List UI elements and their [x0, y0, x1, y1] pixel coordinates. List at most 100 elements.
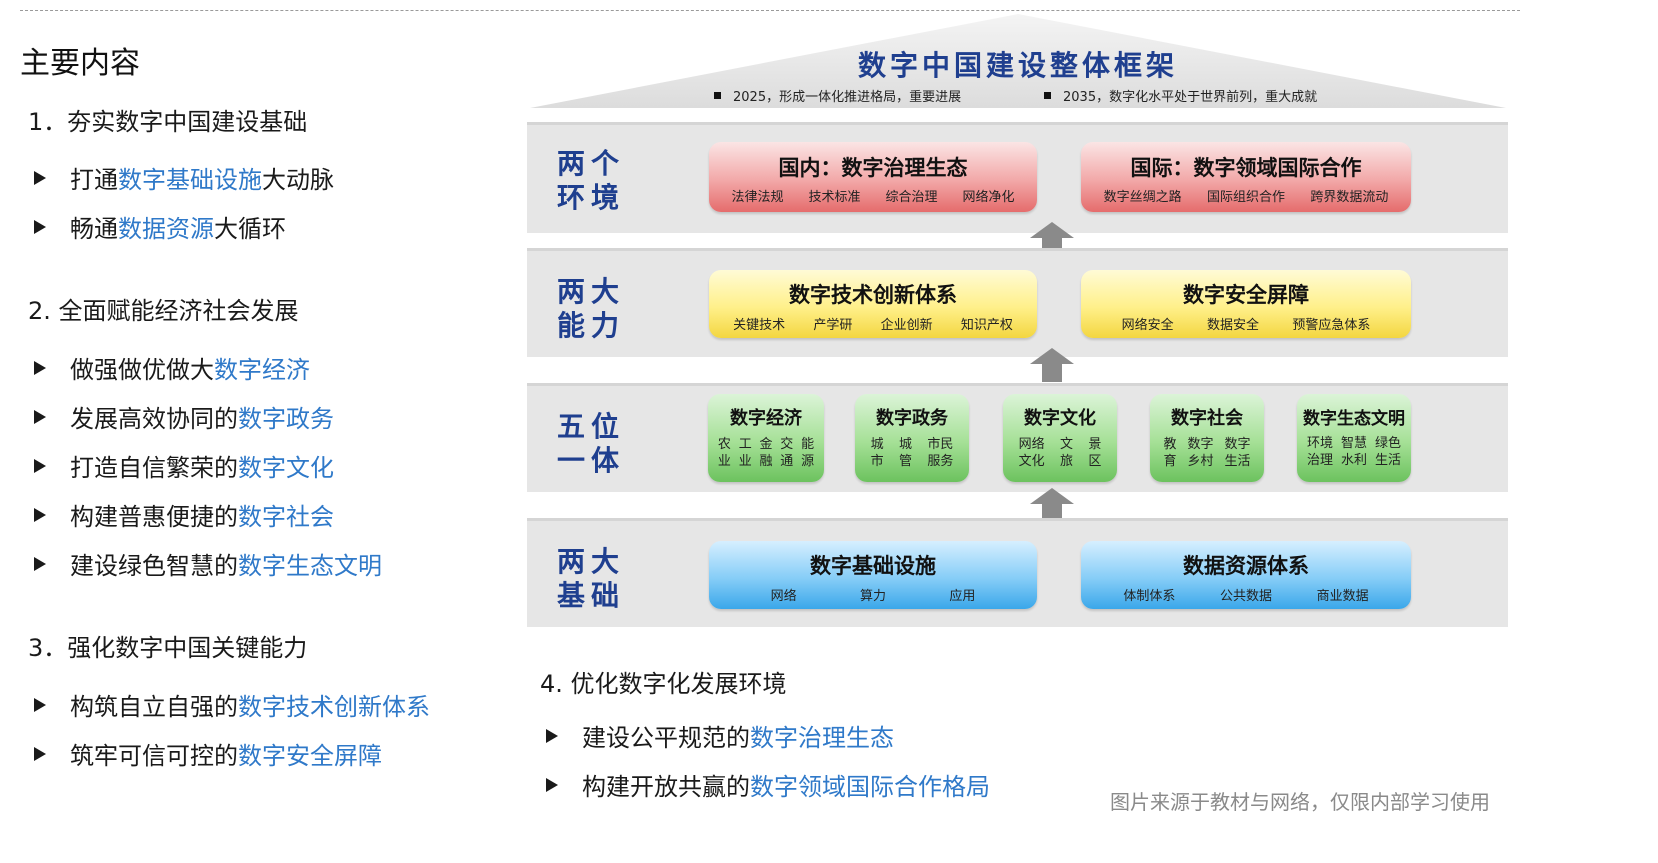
bullet-text: 大循环: [214, 215, 286, 243]
box-international-cooperation: 国际：数字领域国际合作 数字丝绸之路 国际组织合作 跨界数据流动: [1081, 142, 1411, 212]
box-item: 网络净化: [962, 190, 1015, 205]
box-items: 教育 数字乡村 数字生活: [1150, 430, 1264, 470]
layer-label: 两大基础: [557, 545, 626, 612]
box-title: 数字经济: [730, 408, 802, 429]
section-heading-1: 1．夯实数字中国建设基础: [28, 108, 308, 136]
bullet-item: 建设公平规范的数字治理生态: [540, 718, 894, 753]
box-item: 体制体系: [1123, 589, 1176, 604]
bullet-highlight: 数字经济: [214, 356, 310, 384]
box-items: 环境治理 智慧水利 绿色生活: [1297, 429, 1411, 469]
layer-label: 两大能力: [557, 275, 626, 342]
box-item: 法律法规: [731, 190, 784, 205]
bullet-text: 打通: [70, 166, 118, 194]
bullet-triangle-icon: [34, 556, 46, 571]
bullet-text: 建设公平规范的: [582, 724, 750, 752]
bullet-triangle-icon: [546, 777, 558, 792]
square-bullet-icon: [714, 92, 721, 99]
square-bullet-icon: [1044, 92, 1051, 99]
bullet-triangle-icon: [34, 458, 46, 473]
box-title: 国内：数字治理生态: [778, 156, 968, 180]
box-data-resources: 数据资源体系 体制体系 公共数据 商业数据: [1081, 541, 1411, 609]
milestone-note: 2035，数字化水平处于世界前列，重大成就: [1044, 86, 1317, 105]
box-item: 区: [1088, 454, 1102, 469]
layer-capability: 两大能力 数字技术创新体系 关键技术 产学研 企业创新 知识产权 数字安全屏障 …: [527, 248, 1508, 357]
bullet-triangle-icon: [34, 746, 46, 761]
box-digital-economy: 数字经济 农业 工业 金融 交通 能源: [708, 394, 824, 482]
milestone-text: 2025，形成一体化推进格局，重要进展: [733, 90, 962, 105]
box-item: 交: [780, 437, 794, 452]
box-item: 网络: [1018, 437, 1045, 452]
box-title: 数字基础设施: [810, 554, 936, 578]
box-item: 乡村: [1187, 454, 1214, 469]
layer-label: 五位一体: [557, 410, 626, 477]
box-item: 金: [759, 437, 773, 452]
box-item: 文化: [1018, 454, 1045, 469]
bullet-triangle-icon: [546, 728, 558, 743]
bullet-item: 发展高效协同的数字政务: [28, 399, 334, 434]
box-security-barrier: 数字安全屏障 网络安全 数据安全 预警应急体系: [1081, 270, 1411, 338]
box-item: 数字: [1224, 437, 1251, 452]
box-item: 能: [801, 437, 815, 452]
bullet-item: 构建开放共赢的数字领域国际合作格局: [540, 767, 990, 802]
box-item: 产学研: [813, 318, 853, 333]
box-title: 国际：数字领域国际合作: [1130, 156, 1362, 180]
box-digital-culture: 数字文化 网络文化 文旅 景区: [1003, 394, 1117, 482]
section-heading-4: 4. 优化数字化发展环境: [540, 670, 787, 698]
box-item: 融: [759, 454, 773, 469]
box-item: 业: [738, 454, 752, 469]
bullet-highlight: 数字生态文明: [238, 552, 382, 580]
bullet-text: 发展高效协同的: [70, 405, 238, 433]
box-item: 综合治理: [885, 190, 938, 205]
box-item: 公共数据: [1219, 589, 1272, 604]
box-items: 农业 工业 金融 交通 能源: [708, 430, 824, 470]
box-items: 网络 算力 应用: [709, 580, 1037, 604]
box-item: 国际组织合作: [1206, 190, 1285, 205]
box-item: 景: [1088, 437, 1102, 452]
milestone-note: 2025，形成一体化推进格局，重要进展: [714, 86, 961, 105]
bullet-item: 构筑自立自强的数字技术创新体系: [28, 687, 430, 722]
arrow-up-icon: [1030, 488, 1074, 522]
box-item: 知识产权: [960, 318, 1013, 333]
bullet-highlight: 数字技术创新体系: [238, 693, 430, 721]
box-title: 数字安全屏障: [1183, 283, 1309, 307]
box-item: 智慧: [1340, 436, 1367, 451]
box-item: 文: [1059, 437, 1073, 452]
box-item: 企业创新: [880, 318, 933, 333]
bullet-text: 打造自信繁荣的: [70, 454, 238, 482]
bullet-triangle-icon: [34, 507, 46, 522]
box-item: 旅: [1059, 454, 1073, 469]
bullet-text: 构筑自立自强的: [70, 693, 238, 721]
box-domestic-governance: 国内：数字治理生态 法律法规 技术标准 综合治理 网络净化: [709, 142, 1037, 212]
bullet-highlight: 数字领域国际合作格局: [750, 773, 990, 801]
box-item: 数据安全: [1206, 318, 1259, 333]
bullet-triangle-icon: [34, 170, 46, 185]
bullet-item: 做强做优做大数字经济: [28, 350, 310, 385]
box-item: 服务: [927, 454, 954, 469]
bullet-triangle-icon: [34, 409, 46, 424]
box-item: 网络安全: [1121, 318, 1174, 333]
box-item: 数字: [1187, 437, 1214, 452]
layer-environment: 两个环境 国内：数字治理生态 法律法规 技术标准 综合治理 网络净化 国际：数字…: [527, 122, 1508, 233]
bullet-triangle-icon: [34, 219, 46, 234]
bullet-item: 打造自信繁荣的数字文化: [28, 448, 334, 483]
roof-shape: [530, 14, 1506, 108]
bullet-text: 建设绿色智慧的: [70, 552, 238, 580]
bullet-item: 筑牢可信可控的数字安全屏障: [28, 736, 382, 771]
box-item: 预警应急体系: [1292, 318, 1371, 333]
box-item: 环境: [1306, 436, 1333, 451]
bullet-item: 畅通数据资源大循环: [28, 209, 286, 244]
bullet-item: 建设绿色智慧的数字生态文明: [28, 546, 382, 581]
arrow-up-icon: [1030, 222, 1074, 256]
box-item: 水利: [1340, 453, 1367, 468]
bullet-triangle-icon: [34, 697, 46, 712]
bullet-triangle-icon: [34, 360, 46, 375]
box-items: 法律法规 技术标准 综合治理 网络净化: [709, 182, 1037, 205]
image-source-note: 图片来源于教材与网络，仅限内部学习使用: [1110, 790, 1490, 814]
box-tech-innovation: 数字技术创新体系 关键技术 产学研 企业创新 知识产权: [709, 270, 1037, 338]
box-item: 城: [898, 437, 912, 452]
box-items: 网络安全 数据安全 预警应急体系: [1081, 309, 1411, 333]
box-items: 数字丝绸之路 国际组织合作 跨界数据流动: [1081, 182, 1411, 205]
box-item: 关键技术: [733, 318, 786, 333]
bullet-highlight: 数字治理生态: [750, 724, 894, 752]
box-title: 数字生态文明: [1303, 409, 1405, 429]
